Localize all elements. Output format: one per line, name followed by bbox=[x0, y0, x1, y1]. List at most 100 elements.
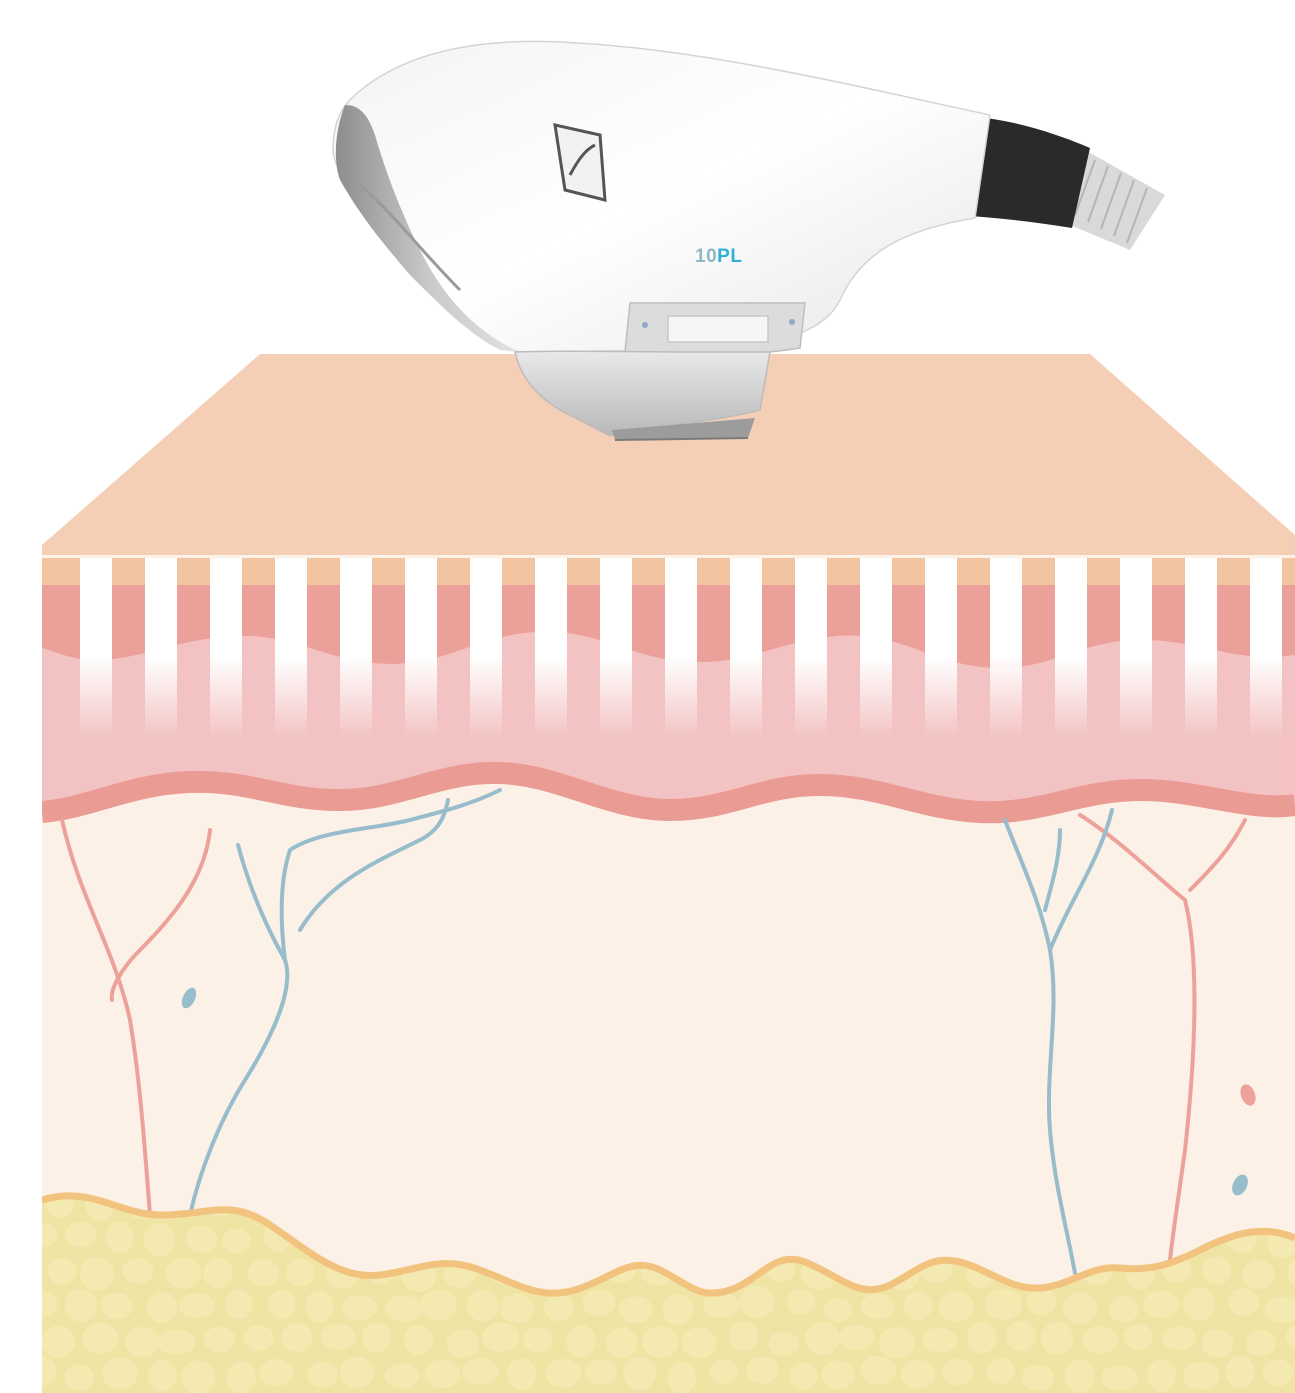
fat-cell bbox=[1226, 1355, 1255, 1388]
fat-cell bbox=[340, 1357, 374, 1388]
fat-cell bbox=[839, 1325, 875, 1350]
fat-cell bbox=[186, 1225, 217, 1253]
fat-cell bbox=[467, 1289, 499, 1321]
fat-cell bbox=[385, 1363, 420, 1388]
fat-cell bbox=[1263, 1359, 1293, 1386]
fat-cell bbox=[65, 1289, 98, 1322]
fat-cell bbox=[566, 1325, 596, 1357]
fat-cell bbox=[42, 1326, 76, 1358]
fat-cell bbox=[203, 1257, 232, 1288]
fat-cell bbox=[668, 1361, 696, 1393]
fat-cell bbox=[1143, 1291, 1179, 1318]
fat-cell bbox=[48, 1258, 77, 1284]
fat-cell bbox=[768, 1332, 799, 1357]
light-pulse-column bbox=[1055, 558, 1087, 738]
fat-cell bbox=[967, 1321, 996, 1353]
fat-cell bbox=[244, 1325, 274, 1351]
fat-cell bbox=[1027, 1288, 1056, 1315]
light-pulse-column bbox=[1250, 558, 1282, 738]
fat-cell bbox=[362, 1322, 391, 1352]
light-pulse-column bbox=[405, 558, 437, 738]
fat-cell bbox=[619, 1297, 653, 1323]
fat-cell bbox=[447, 1329, 479, 1358]
fat-cell bbox=[1202, 1330, 1234, 1358]
fat-cell bbox=[821, 1361, 854, 1390]
fat-cell bbox=[900, 1360, 935, 1389]
fat-cell bbox=[305, 1290, 333, 1322]
fat-cell bbox=[101, 1293, 133, 1319]
fat-cell bbox=[106, 1222, 134, 1254]
brand-prefix: 10 bbox=[695, 246, 717, 267]
fat-cell bbox=[1202, 1257, 1231, 1285]
fat-cell bbox=[642, 1326, 679, 1357]
light-pulse-column bbox=[795, 558, 827, 738]
fat-cell bbox=[268, 1290, 296, 1319]
fat-cell bbox=[259, 1359, 293, 1386]
fat-cell bbox=[80, 1257, 114, 1291]
svg-text:10PL: 10PL bbox=[695, 246, 742, 267]
fat-cell bbox=[903, 1291, 932, 1320]
fat-cell bbox=[282, 1323, 313, 1352]
fat-cell bbox=[22, 1356, 56, 1386]
fat-cell bbox=[122, 1258, 153, 1284]
fat-cell bbox=[482, 1323, 519, 1352]
fat-cell bbox=[341, 1295, 377, 1320]
fat-cell bbox=[1108, 1296, 1138, 1322]
fat-cell bbox=[524, 1327, 553, 1352]
light-pulse-column bbox=[145, 558, 177, 738]
fat-cell bbox=[606, 1328, 638, 1359]
fat-cell bbox=[922, 1328, 957, 1353]
fat-cell bbox=[544, 1293, 573, 1321]
light-pulse-column bbox=[210, 558, 242, 738]
fat-cell bbox=[125, 1327, 160, 1357]
fat-cell bbox=[1147, 1359, 1176, 1392]
fat-cell bbox=[1022, 1365, 1054, 1391]
fat-cell bbox=[1228, 1288, 1259, 1315]
fat-cell bbox=[507, 1358, 536, 1390]
fat-cell bbox=[746, 1357, 779, 1384]
light-pulse-column bbox=[1120, 558, 1152, 738]
fat-cell bbox=[225, 1290, 253, 1319]
fat-cell bbox=[248, 1259, 279, 1286]
light-pulse-column bbox=[535, 558, 567, 738]
light-window bbox=[668, 316, 768, 342]
fat-cell bbox=[165, 1257, 201, 1288]
fat-cell bbox=[204, 1327, 236, 1352]
fat-cell bbox=[179, 1293, 215, 1318]
fat-cell bbox=[462, 1358, 498, 1385]
fat-cell bbox=[226, 1362, 256, 1393]
fat-cell bbox=[681, 1327, 716, 1358]
fat-cell bbox=[420, 1290, 457, 1321]
fat-cell bbox=[222, 1229, 251, 1254]
fat-cell bbox=[148, 1360, 177, 1391]
fat-cell bbox=[404, 1325, 433, 1355]
light-pulse-column bbox=[860, 558, 892, 738]
light-pulse-column bbox=[80, 558, 112, 738]
fat-cell bbox=[1242, 1260, 1275, 1289]
fat-cell bbox=[65, 1222, 97, 1247]
fat-cell bbox=[1162, 1326, 1196, 1350]
fat-cell bbox=[144, 1223, 175, 1256]
fat-cell bbox=[64, 1364, 94, 1390]
fat-cell bbox=[861, 1294, 895, 1319]
fat-cell bbox=[425, 1360, 461, 1388]
fat-cell bbox=[1041, 1322, 1073, 1355]
fat-cell bbox=[1183, 1287, 1214, 1320]
fat-cell bbox=[1063, 1292, 1097, 1324]
fat-cell bbox=[500, 1293, 534, 1323]
fat-cell bbox=[181, 1361, 215, 1393]
fat-cell bbox=[985, 1289, 1022, 1320]
fat-cell bbox=[879, 1327, 915, 1359]
fat-cell bbox=[789, 1362, 818, 1389]
fat-cell bbox=[787, 1289, 815, 1315]
fat-cell bbox=[585, 1359, 617, 1385]
light-pulse-column bbox=[340, 558, 372, 738]
light-pulse-column bbox=[925, 558, 957, 738]
fat-cell bbox=[729, 1321, 758, 1351]
device-collar bbox=[970, 118, 1090, 228]
fat-cell bbox=[102, 1357, 138, 1389]
fat-cell bbox=[860, 1356, 896, 1385]
fat-cell bbox=[321, 1324, 356, 1350]
fat-cell bbox=[942, 1359, 974, 1386]
